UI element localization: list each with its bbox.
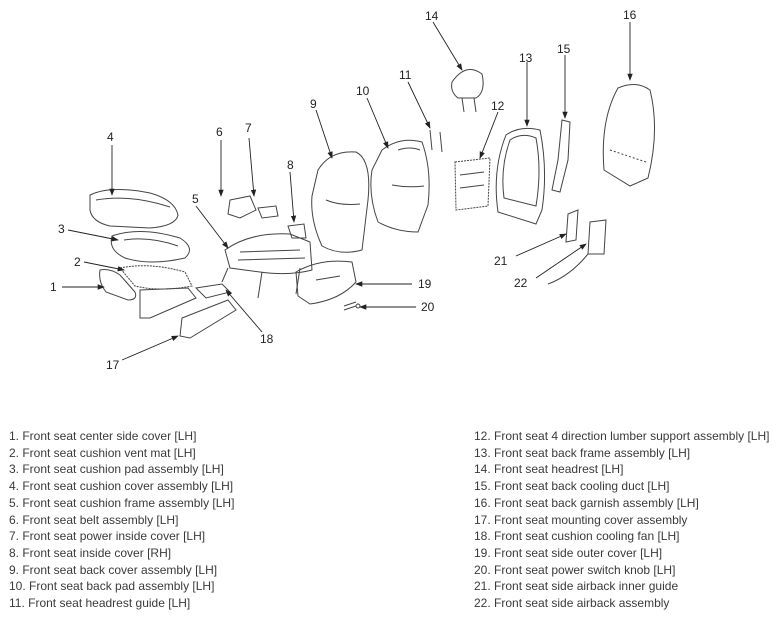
back-frame-part	[495, 127, 546, 225]
callout-8: 8	[287, 158, 294, 172]
parts-legend-left: 1. Front seat center side cover [LH] 2. …	[9, 428, 449, 612]
parts-legend-right: 12. Front seat 4 direction lumber suppor…	[474, 428, 774, 612]
callout-19: 19	[418, 277, 432, 291]
legend-item: 22. Front seat side airback assembly	[474, 596, 670, 611]
callout-4: 4	[107, 130, 114, 144]
airbag-assembly-part	[547, 219, 607, 285]
callout-14: 14	[425, 9, 439, 23]
callout-6: 6	[216, 125, 223, 139]
cushion-frame-part	[221, 233, 313, 299]
airbag-inner-guide-part	[565, 209, 579, 243]
legend-item: 7. Front seat power inside cover [LH]	[9, 529, 206, 544]
legend-item: 17. Front seat mounting cover assembly	[474, 512, 688, 527]
callout-20: 20	[421, 300, 435, 314]
cooling-fan-part	[194, 283, 231, 299]
callout-16: 16	[623, 8, 637, 22]
legend-item: 19. Front seat side outer cover [LH]	[474, 545, 663, 560]
lumbar-support-part	[454, 157, 491, 211]
back-cover-part	[311, 151, 370, 253]
side-outer-cover-part	[295, 260, 357, 305]
callout-5: 5	[192, 192, 199, 206]
exploded-seat-diagram: 1 2 3 4 5 6 7 8 9 10 11 12 13 14 15 16 1…	[50, 8, 655, 372]
callout-2: 2	[74, 255, 81, 269]
legend-item: 9. Front seat back cover assembly [LH]	[9, 562, 218, 577]
callout-18: 18	[260, 332, 274, 346]
callout-11: 11	[399, 68, 412, 82]
legend-item: 3. Front seat cushion pad assembly [LH]	[9, 462, 224, 477]
cushion-cover-part	[89, 189, 179, 229]
legend-item: 11. Front seat headrest guide [LH]	[9, 596, 191, 611]
legend-item: 5. Front seat cushion frame assembly [LH…	[9, 495, 235, 510]
headrest-part	[451, 69, 484, 113]
callout-21: 21	[494, 254, 508, 268]
callout-12: 12	[491, 99, 505, 113]
legend-item: 21. Front seat side airback inner guide	[474, 579, 679, 594]
legend-item: 18. Front seat cushion cooling fan [LH]	[474, 529, 680, 544]
inside-cover-part	[287, 223, 307, 239]
center-side-cover-part	[99, 269, 137, 301]
headrest-guide-part	[429, 129, 443, 153]
callout-10: 10	[356, 84, 370, 98]
switch-knob-part	[343, 301, 361, 311]
legend-item: 12. Front seat 4 direction lumber suppor…	[474, 429, 770, 443]
callout-1: 1	[50, 280, 57, 294]
back-garnish-part	[602, 84, 655, 187]
seat-belt-part	[227, 195, 257, 219]
callout-15: 15	[557, 42, 571, 56]
vent-mat-part	[119, 265, 193, 290]
mounting-cover-part	[139, 287, 237, 339]
cushion-pad-part	[110, 230, 190, 263]
power-inside-cover-part	[257, 205, 279, 219]
callout-9: 9	[310, 97, 317, 111]
callout-22: 22	[514, 276, 528, 290]
legend-item: 20. Front seat power switch knob [LH]	[474, 562, 676, 577]
callout-13: 13	[519, 51, 533, 65]
legend-item: 6. Front seat belt assembly [LH]	[9, 512, 179, 527]
legend-item: 1. Front seat center side cover [LH]	[9, 429, 197, 443]
callout-3: 3	[58, 222, 65, 236]
cooling-duct-part	[551, 119, 571, 193]
legend-item: 13. Front seat back frame assembly [LH]	[474, 445, 691, 460]
legend-item: 15. Front seat back cooling duct [LH]	[474, 479, 670, 494]
callout-7: 7	[245, 121, 252, 135]
legend-item: 4. Front seat cushion cover assembly [LH…	[9, 479, 234, 494]
legend-item: 10. Front seat back pad assembly [LH]	[9, 579, 215, 594]
legend-item: 8. Front seat inside cover [RH]	[9, 545, 172, 560]
legend-item: 16. Front seat back garnish assembly [LH…	[474, 495, 699, 510]
back-pad-part	[370, 139, 430, 233]
callout-17: 17	[106, 358, 120, 372]
legend-item: 14. Front seat headrest [LH]	[474, 462, 624, 477]
legend-item: 2. Front seat cushion vent mat [LH]	[9, 445, 196, 460]
